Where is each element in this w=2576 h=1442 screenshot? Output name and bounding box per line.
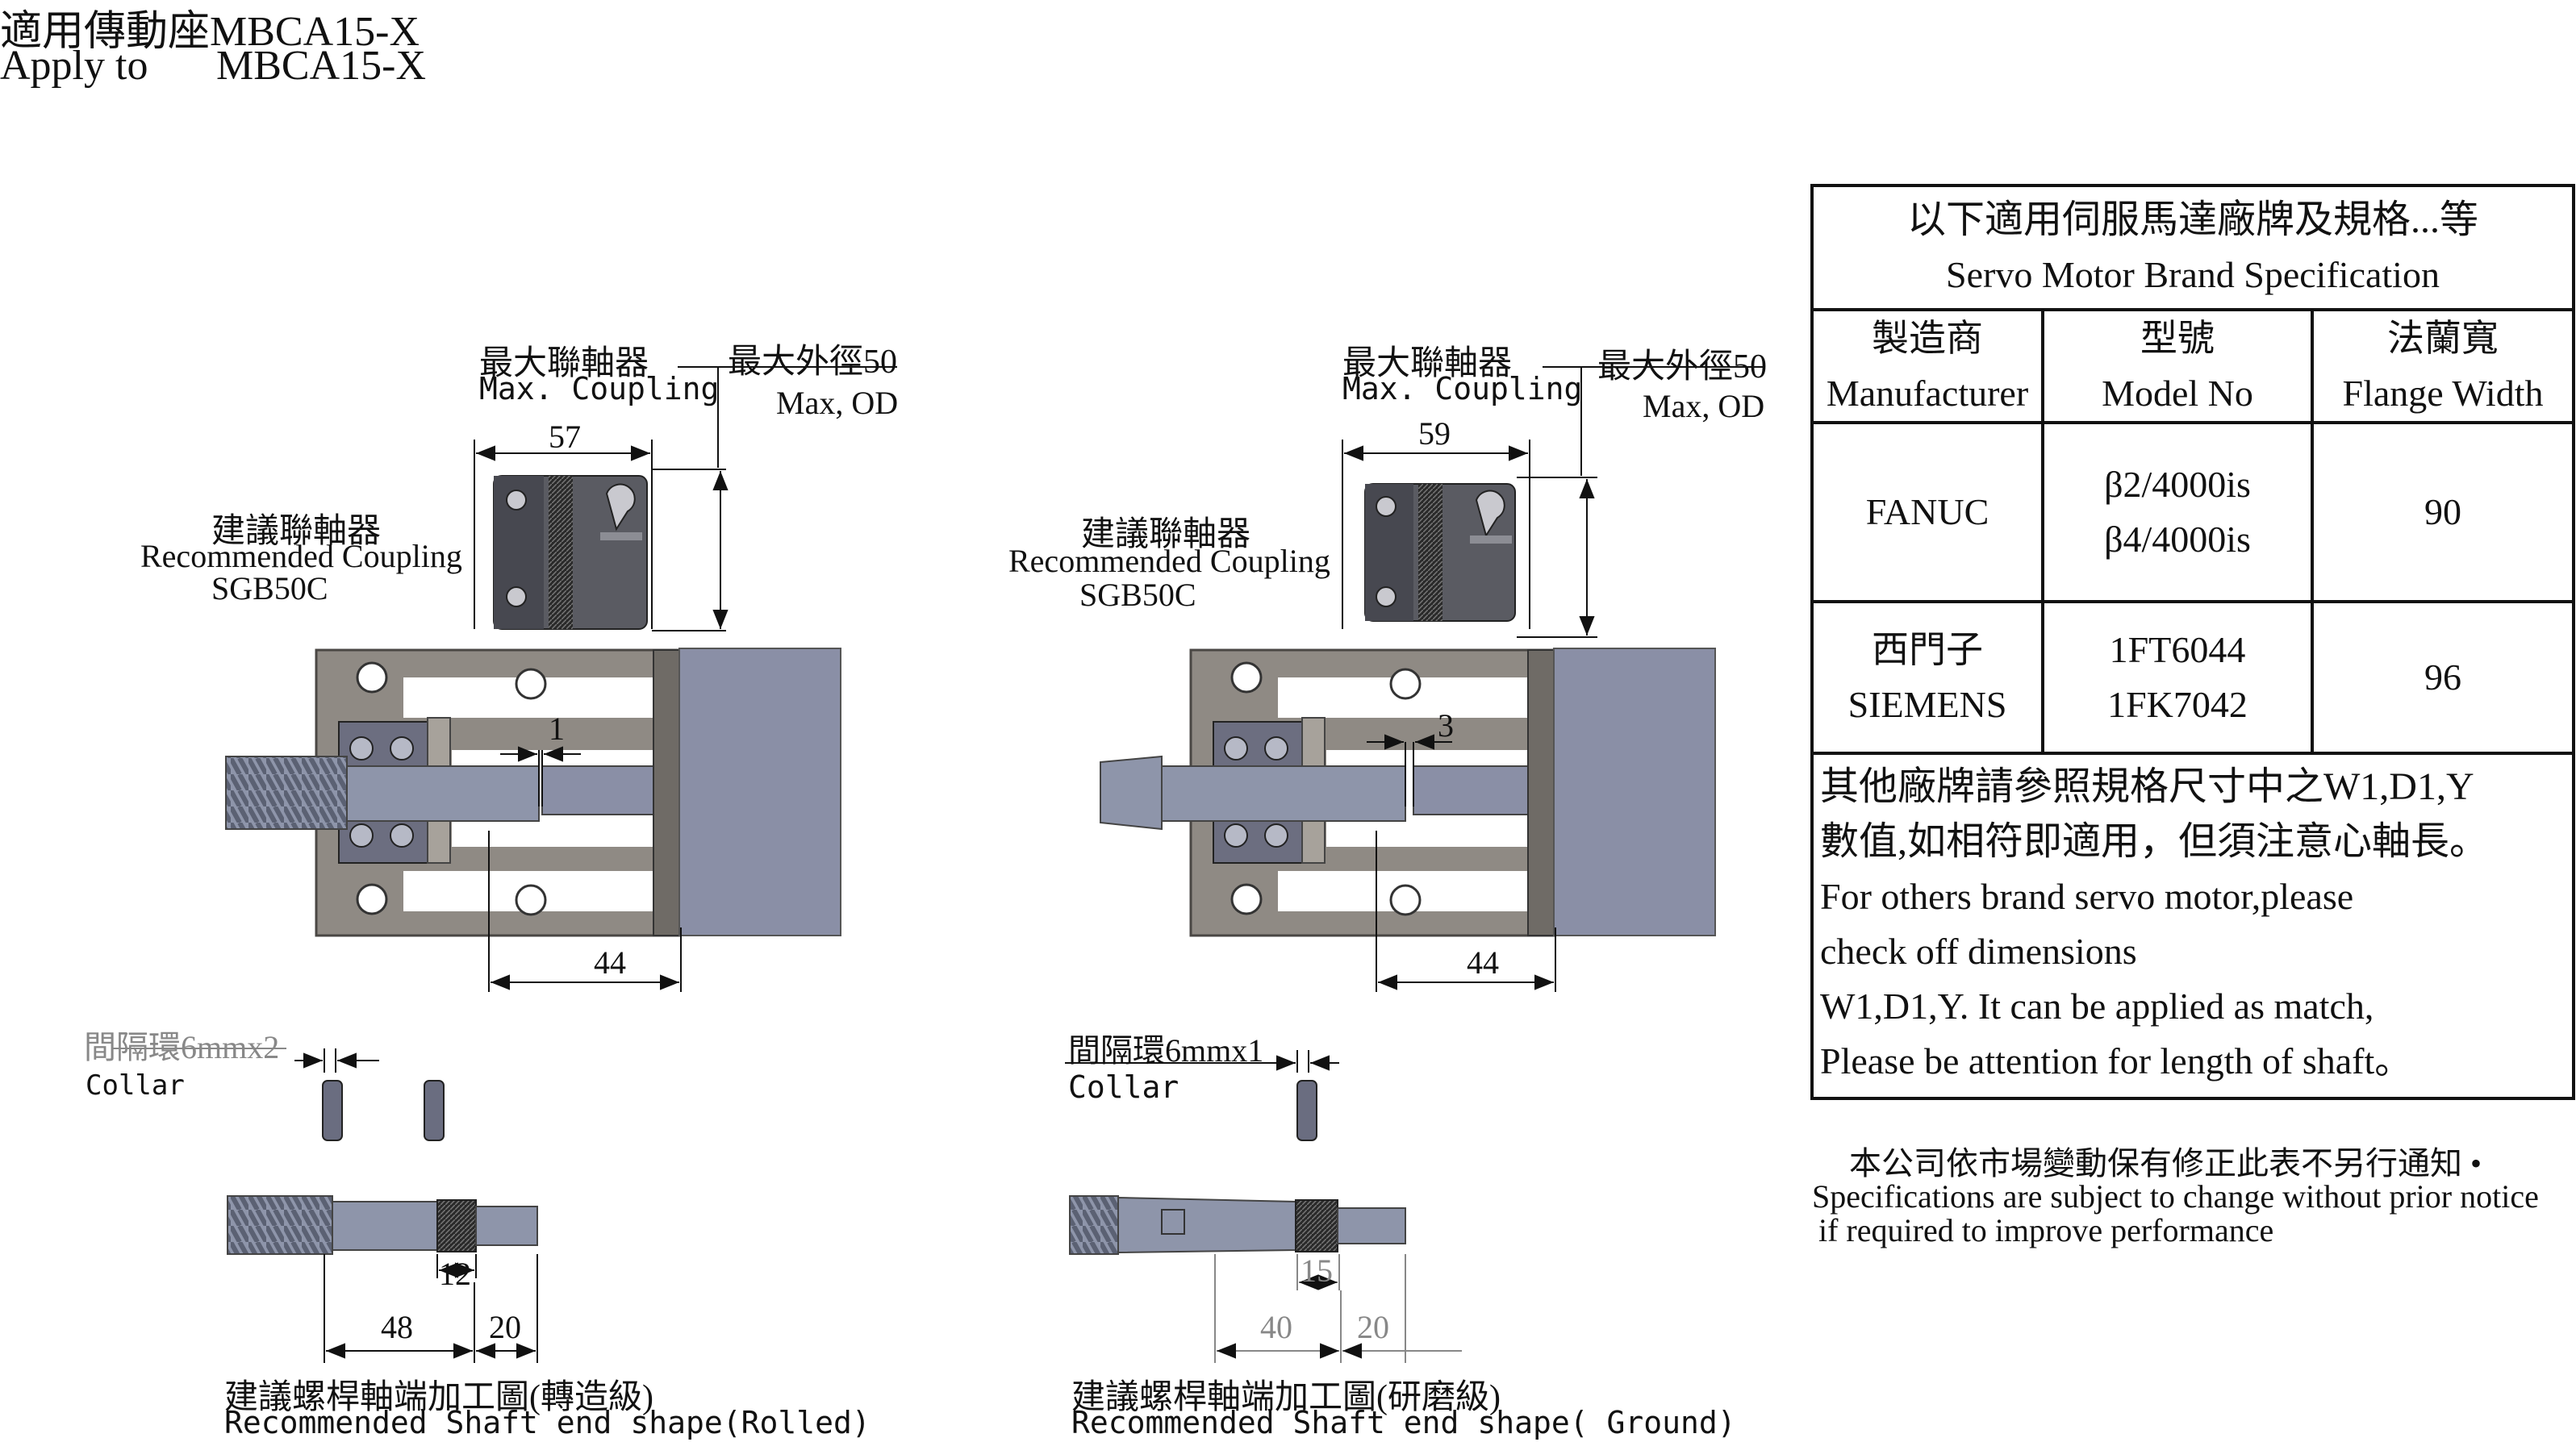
model-line: 1FK7042 <box>2107 684 2248 725</box>
right-assembly <box>1065 366 1765 1363</box>
left-motor <box>541 648 841 936</box>
left-rec-coupling-zh: 建議聯軸器 <box>211 513 382 550</box>
header-model-zh: 型號 <box>2140 318 2215 359</box>
left-rec-coupling-en: Recommended Coupling <box>140 538 462 574</box>
model-cell: β2/4000is β4/4000is <box>2041 421 2314 603</box>
page-title-en-model: MBCA15-X <box>216 43 427 89</box>
left-shaft-caption-en: Recommended Shaft end shape(Rolled) <box>224 1405 870 1440</box>
right-shaft-caption-zh: 建議螺桿軸端加工圖(研磨級) <box>1071 1379 1501 1416</box>
right-max-od-zh: 最大外徑50 <box>1597 348 1768 386</box>
right-motor <box>1413 648 1716 936</box>
flange-cell: 90 <box>2311 421 2575 603</box>
disclaimer-zh: 本公司依市場變動保有修正此表不另行通知 • <box>1849 1145 2482 1182</box>
right-coupling <box>1364 483 1516 622</box>
header-manufacturer: 製造商 Manufacturer <box>1810 308 2044 424</box>
right-max-coupling-en: Max. Coupling <box>1342 371 1583 406</box>
left-collars <box>322 1080 445 1141</box>
right-rec-coupling-model: SGB50C <box>1079 577 1196 613</box>
model-line: β2/4000is <box>2104 464 2251 505</box>
left-screw-shaft <box>225 756 540 830</box>
page-title-en-prefix: Apply to <box>0 43 148 89</box>
brand-name-en: SIEMENS <box>1847 684 2007 725</box>
right-dim-20: 20 <box>1357 1309 1389 1345</box>
left-assembly <box>113 366 897 1363</box>
brand-cell: FANUC <box>1810 421 2044 603</box>
flange-value: 96 <box>2424 656 2461 698</box>
table-row: FANUC β2/4000is β4/4000is 90 <box>1810 421 2575 603</box>
right-dimensions <box>1065 366 1765 1073</box>
left-shaft-end <box>227 1195 538 1255</box>
right-shaft-end <box>1069 1195 1406 1255</box>
right-dim-coupling-len: 59 <box>1418 415 1451 452</box>
right-dim-44: 44 <box>1467 944 1499 981</box>
model-line: 1FT6044 <box>2109 629 2246 670</box>
right-shaft-caption-en: Recommended Shaft end shape( Ground) <box>1071 1405 1736 1440</box>
brand-name: FANUC <box>1865 491 1989 532</box>
note-line: check off dimensions <box>1820 931 2137 972</box>
header-model-en: Model No <box>2102 373 2253 414</box>
header-manufacturer-en: Manufacturer <box>1826 373 2029 414</box>
page-title-zh: 適用傳動座MBCA15-X <box>0 9 420 55</box>
header-flange-zh: 法蘭寬 <box>2387 318 2499 359</box>
spec-table-note-row: 其他廠牌請參照規格尺寸中之W1,D1,Y 數值,如相符即適用，但須注意心軸長。 … <box>1810 752 2575 1100</box>
disclaimer-en-line1: Specifications are subject to change wit… <box>1812 1178 2539 1215</box>
left-dim-12: 12 <box>439 1256 471 1292</box>
spec-note-cell: 其他廠牌請參照規格尺寸中之W1,D1,Y 數值,如相符即適用，但須注意心軸長。 … <box>1810 752 2575 1100</box>
note-line: 其他廠牌請參照規格尺寸中之W1,D1,Y <box>1820 765 2474 808</box>
model-line: β4/4000is <box>2104 519 2251 560</box>
spec-table-title-row: 以下適用伺服馬達廠牌及規格...等 Servo Motor Brand Spec… <box>1810 184 2575 311</box>
right-shaft-dimensions <box>1214 1254 1462 1363</box>
left-max-od-zh: 最大外徑50 <box>728 344 898 381</box>
left-max-coupling-en: Max. Coupling <box>479 371 720 406</box>
flange-value: 90 <box>2424 491 2461 532</box>
right-collar-en: Collar <box>1068 1069 1179 1105</box>
right-rec-coupling-zh: 建議聯軸器 <box>1081 516 1251 553</box>
brand-cell: 西門子 SIEMENS <box>1810 600 2044 755</box>
left-dim-coupling-len: 57 <box>549 419 581 455</box>
right-max-od-en: Max, OD <box>1643 388 1765 424</box>
model-cell: 1FT6044 1FK7042 <box>2041 600 2314 755</box>
spec-table-title-cell: 以下適用伺服馬達廠牌及規格...等 Servo Motor Brand Spec… <box>1810 184 2575 311</box>
note-line: For others brand servo motor,please <box>1820 876 2354 917</box>
note-line: W1,D1,Y. It can be applied as match, <box>1820 986 2374 1027</box>
disclaimer-en-line2: if required to improve performance <box>1818 1212 2274 1248</box>
right-dim-gap: 3 <box>1438 707 1454 744</box>
left-dim-20: 20 <box>489 1309 521 1345</box>
brand-name-zh: 西門子 <box>1872 629 1983 670</box>
spec-table-header-row: 製造商 Manufacturer 型號 Model No 法蘭寬 Flange … <box>1810 308 2575 424</box>
note-line: Please be attention for length of shaft。 <box>1820 1040 2412 1082</box>
left-dim-48: 48 <box>381 1309 413 1345</box>
left-collar-en: Collar <box>86 1069 185 1102</box>
note-line: 數值,如相符即適用，但須注意心軸長。 <box>1820 820 2489 863</box>
spec-table-title-zh: 以下適用伺服馬達廠牌及規格...等 <box>1906 198 2478 241</box>
left-shaft-caption-zh: 建議螺桿軸端加工圖(轉造級) <box>224 1379 653 1416</box>
left-dim-gap: 1 <box>549 711 565 747</box>
spec-table: 以下適用伺服馬達廠牌及規格...等 Servo Motor Brand Spec… <box>1810 184 2575 1100</box>
left-shaft-dimensions <box>324 1254 538 1363</box>
header-flange: 法蘭寬 Flange Width <box>2311 308 2575 424</box>
left-dimensions <box>113 366 897 1073</box>
flange-cell: 96 <box>2311 600 2575 755</box>
right-rec-coupling-en: Recommended Coupling <box>1008 543 1330 579</box>
right-max-coupling-zh: 最大聯軸器 <box>1342 345 1513 382</box>
header-flange-en: Flange Width <box>2342 373 2544 414</box>
left-dim-44: 44 <box>594 944 626 981</box>
left-max-od-en: Max, OD <box>776 385 899 421</box>
header-manufacturer-zh: 製造商 <box>1872 318 1983 359</box>
right-screw-shaft <box>1100 755 1406 831</box>
right-dim-40: 40 <box>1260 1309 1292 1345</box>
table-row: 西門子 SIEMENS 1FT6044 1FK7042 96 <box>1810 600 2575 755</box>
right-collars <box>1296 1080 1317 1141</box>
left-max-coupling-zh: 最大聯軸器 <box>479 345 649 382</box>
left-collar-zh: 間隔環6mmx2 <box>84 1029 280 1065</box>
right-collar-zh: 間隔環6mmx1 <box>1068 1032 1264 1069</box>
left-coupling <box>493 475 648 630</box>
right-dim-15: 15 <box>1301 1252 1333 1289</box>
header-model: 型號 Model No <box>2041 308 2314 424</box>
left-rec-coupling-model: SGB50C <box>211 570 328 606</box>
spec-table-title-en: Servo Motor Brand Specification <box>1946 254 2440 295</box>
